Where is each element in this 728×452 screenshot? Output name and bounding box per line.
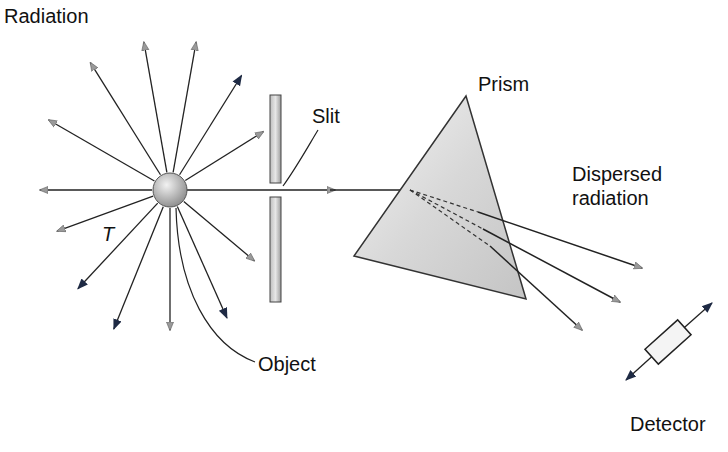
- detector: [645, 320, 691, 364]
- slit-plate: [270, 197, 281, 302]
- radiation-ray: [114, 207, 163, 329]
- radiation-ray: [169, 208, 170, 330]
- radiation-ray: [184, 202, 254, 261]
- prism-label: Prism: [478, 72, 529, 96]
- dispersed-rays: [478, 212, 642, 330]
- object-sphere: [153, 173, 187, 207]
- radiation-ray: [177, 206, 227, 317]
- radiation-ray: [173, 42, 196, 172]
- detector-label: Detector: [630, 412, 706, 436]
- radiation-ray: [180, 76, 242, 175]
- temperature-symbol: T: [102, 222, 114, 246]
- radiation-ray: [49, 120, 155, 181]
- object-label: Object: [258, 352, 316, 376]
- leader-line: [283, 130, 318, 186]
- slit-plate: [270, 95, 281, 183]
- prism: [354, 96, 526, 299]
- radiation-ray: [40, 189, 152, 190]
- radiation-label: Radiation: [4, 4, 89, 28]
- dispersion-inside: [410, 190, 490, 246]
- beam: [187, 189, 335, 191]
- slit-label: Slit: [312, 104, 340, 128]
- radiation-rays: [40, 42, 263, 330]
- radiation-ray: [185, 132, 263, 181]
- radiation-ray: [78, 203, 158, 289]
- radiation-ray: [91, 63, 161, 175]
- dispersed-radiation-label: Dispersed radiation: [572, 162, 690, 210]
- beam: [330, 189, 410, 191]
- leader-line: [176, 208, 255, 362]
